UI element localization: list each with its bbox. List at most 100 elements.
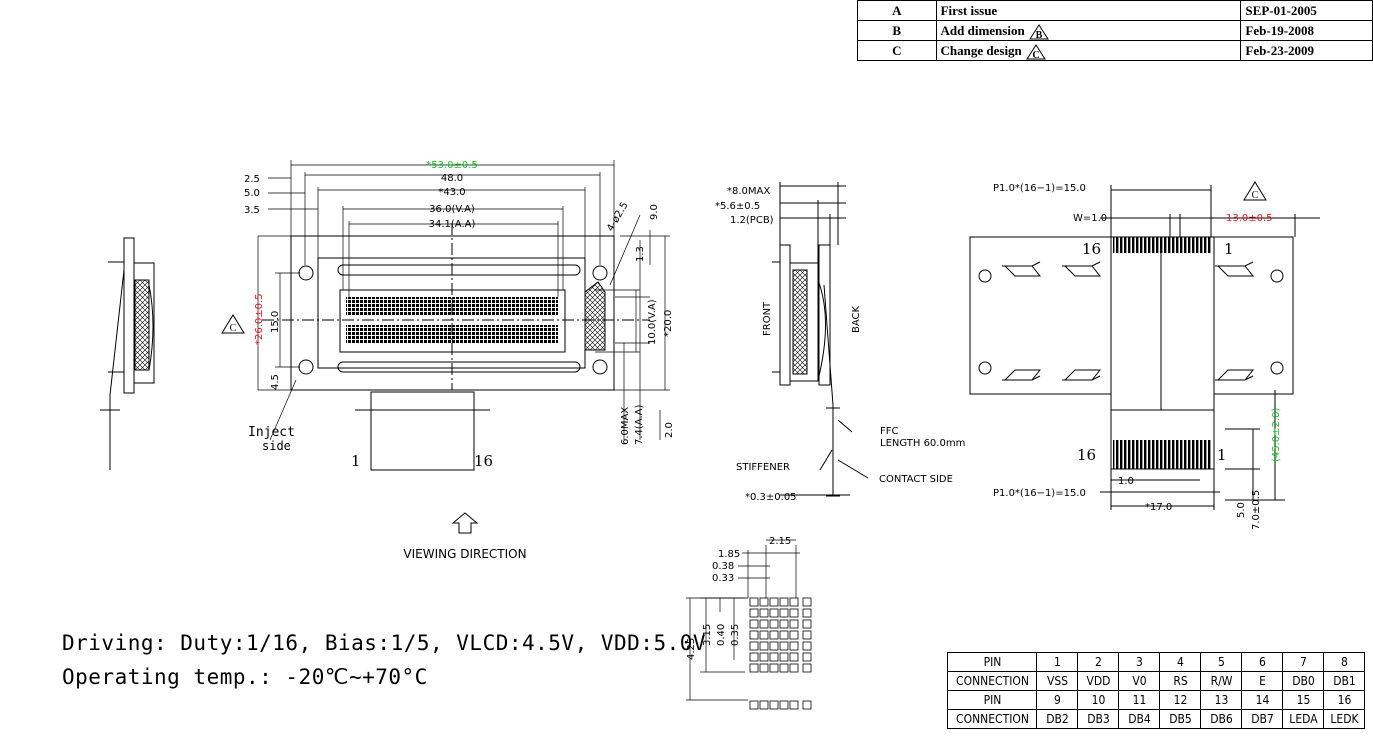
dim-hole-pitch: 48.0: [441, 173, 463, 184]
viewing-direction-arrow-icon: [451, 512, 479, 534]
pin-header: PIN: [951, 652, 1033, 672]
back-bottom-pitch: 1.0: [1118, 476, 1134, 487]
back-pin-16-top: 16: [1082, 240, 1101, 258]
back-pitch-top: P1.0*(16−1)=15.0: [993, 183, 1086, 194]
pin-number: 9: [1038, 690, 1076, 710]
svg-text:B: B: [1035, 30, 1042, 40]
pin-table: PIN 1 2 3 4 5 6 7 8 CONNECTION VSS VDD V…: [947, 652, 1365, 729]
pin-signal: RS: [1161, 671, 1199, 691]
dim-bezel-width: *43.0: [438, 187, 465, 198]
svg-text:C: C: [1032, 50, 1039, 60]
side-dim-max: *8.0MAX: [727, 186, 770, 197]
dim-right-20: *20.0: [663, 310, 674, 337]
fpc-top-contacts: [1113, 237, 1211, 253]
pin-signal: DB5: [1161, 709, 1199, 729]
dim-right-1-3: 1.3: [635, 246, 646, 262]
side-view: *8.0MAX *5.6±0.5 1.2(PCB) FRONT BACK FFC…: [715, 182, 965, 503]
contact-side-label: CONTACT SIDE: [879, 474, 953, 485]
side-back-label: BACK: [851, 305, 862, 333]
pin-number: 16: [1325, 690, 1363, 710]
connection-header: CONNECTION: [951, 671, 1033, 691]
pin-signal: DB4: [1120, 709, 1158, 729]
dot-dim-0-40: 0.40: [716, 624, 727, 646]
front-pin-16: 16: [474, 452, 493, 470]
dot-dim-0-35: 0.35: [730, 624, 741, 646]
driving-note: Driving: Duty:1/16, Bias:1/5, VLCD:4.5V,…: [62, 631, 707, 655]
pin-signal: VDD: [1079, 671, 1117, 691]
pin-row: PIN 1 2 3 4 5 6 7 8: [948, 652, 1365, 672]
pin-number: 12: [1161, 690, 1199, 710]
dim-left-3-5: 3.5: [244, 205, 260, 216]
pin-signal: DB1: [1325, 671, 1363, 691]
revision-triangle-icon: C: [1025, 44, 1046, 60]
stiffener-label: STIFFENER: [736, 462, 790, 473]
back-ffc-length: (45.0±2.0): [1271, 408, 1282, 462]
dot-dim-0-33: 0.33: [712, 573, 734, 584]
side-thickness: *0.3±0.05: [745, 492, 797, 503]
revision-date: SEP-01-2005: [1240, 0, 1373, 21]
dim-active-area: 34.1(A.A): [429, 219, 476, 230]
dim-view-area: 36.0(V.A): [429, 204, 475, 215]
front-pin-1: 1: [351, 452, 361, 470]
pin-signal: LEDA: [1284, 709, 1322, 729]
connection-header: CONNECTION: [951, 709, 1033, 729]
back-pin-16-bottom: 16: [1077, 446, 1096, 464]
inject-label: Inject: [248, 425, 295, 440]
lcd-row-1: [346, 297, 558, 315]
back-dim-5-0: 5.0: [1236, 502, 1247, 518]
back-view: P1.0*(16−1)=15.0 W=1.0 13.0±0.5 C 16 1 1…: [969, 181, 1320, 530]
dot-dim-2-15: 2.15: [769, 536, 791, 547]
connection-row: CONNECTION DB2 DB3 DB4 DB5 DB6 DB7 LEDA …: [948, 709, 1365, 729]
connection-row: CONNECTION VSS VDD V0 RS R/W E DB0 DB1: [948, 671, 1365, 691]
pin-number: 6: [1243, 652, 1281, 672]
pin-number: 7: [1284, 652, 1322, 672]
back-pin-1-top: 1: [1224, 240, 1234, 258]
revision-c-marker-icon: [1243, 181, 1267, 201]
pin-signal: DB7: [1243, 709, 1281, 729]
dot-grid: [749, 597, 812, 710]
pin-signal: DB0: [1284, 671, 1322, 691]
back-width-total: *17.0: [1145, 502, 1172, 513]
dim-hole-vpitch: 15.0: [270, 311, 281, 333]
dot-dim-1-85: 1.85: [718, 549, 740, 560]
revision-triangle-icon: B: [1028, 24, 1049, 40]
dim-hole-offset: 9.0: [649, 204, 660, 220]
pin-number: 15: [1284, 690, 1322, 710]
pin-signal: LEDK: [1325, 709, 1363, 729]
dim-left-5-0: 5.0: [244, 188, 260, 199]
revision-date: Feb-23-2009: [1240, 40, 1373, 62]
dim-left-2-5: 2.5: [244, 174, 260, 185]
revision-row: A First issue SEP-01-2005: [857, 0, 1373, 21]
side-dim-5-6: *5.6±0.5: [715, 201, 760, 212]
pin-number: 1: [1038, 652, 1076, 672]
dim-outline-height: *26.0±0.5: [254, 293, 265, 345]
back-pin-1-bottom: 1: [1217, 446, 1227, 464]
dot-detail: 2.15 1.85 0.38 0.33 4.25 3.15 0.40 0.35: [686, 536, 812, 710]
ffc-label: FFC: [880, 426, 899, 437]
dot-dim-0-38: 0.38: [712, 561, 734, 572]
pin-number: 5: [1202, 652, 1240, 672]
viewing-direction-label: VIEWING DIRECTION: [403, 547, 526, 561]
dot-dim-4-25: 4.25: [686, 638, 697, 660]
dim-right-2-0: 2.0: [664, 422, 675, 438]
revision-table: A First issue SEP-01-2005 B Add dimensio…: [857, 0, 1373, 62]
fpc-bottom-contacts: [1113, 440, 1211, 469]
dim-right-6max: 6.0MAX: [620, 407, 631, 445]
pin-signal: R/W: [1202, 671, 1240, 691]
lcd-row-2: [346, 325, 558, 343]
pin-number: 4: [1161, 652, 1199, 672]
pin-signal: V0: [1120, 671, 1158, 691]
pin-signal: DB6: [1202, 709, 1240, 729]
pin-number: 8: [1325, 652, 1363, 672]
pin-signal: E: [1243, 671, 1281, 691]
dim-outline-width: *53.0±0.5: [426, 160, 478, 171]
pin-signal: DB3: [1079, 709, 1117, 729]
side-front-label: FRONT: [762, 301, 773, 336]
dim-hole-dia: 4-ø2.5: [605, 200, 631, 233]
pin-number: 13: [1202, 690, 1240, 710]
back-offset: 13.0±0.5: [1226, 213, 1273, 224]
